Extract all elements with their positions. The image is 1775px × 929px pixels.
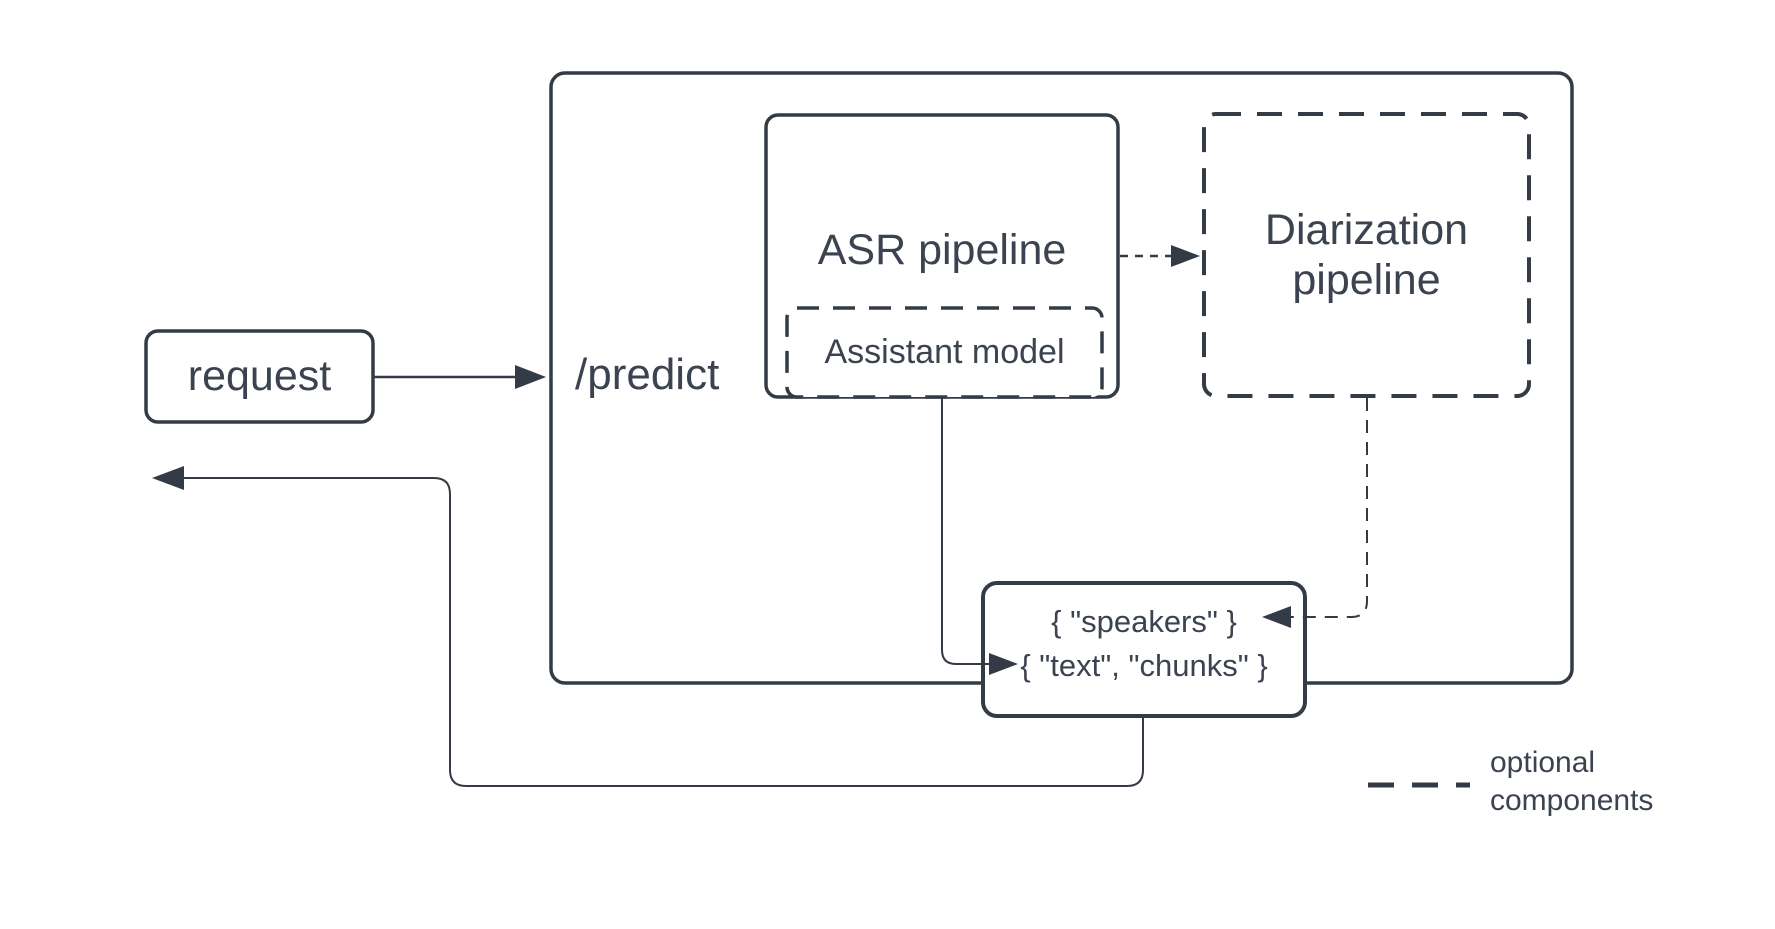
diarization-to-output-arrowhead (1262, 606, 1291, 628)
output-speakers-line: { "speakers" } (1051, 604, 1237, 639)
assistant-to-output-connector (941, 398, 991, 665)
assistant-to-output-arrowhead (989, 653, 1018, 675)
response-return-connector (183, 477, 1144, 787)
asr-pipeline-node-label: ASR pipeline (817, 226, 1067, 274)
request-node-label: request (187, 352, 332, 400)
predict-container-label: /predict (575, 350, 720, 399)
diarization-pipeline-node-label: Diarization pipeline (1264, 206, 1469, 304)
diarization-to-output-connector (1291, 398, 1368, 618)
output-text-chunks-line: { "text", "chunks" } (1020, 648, 1268, 683)
output-node-box (981, 581, 1307, 718)
request-to-predict-arrowhead (515, 365, 546, 389)
assistant-model-node-label: Assistant model (824, 333, 1065, 371)
output-node-label: { "speakers" } { "text", "chunks" } (983, 600, 1305, 688)
asr-to-diarization-arrowhead (1171, 245, 1200, 267)
legend-label: optional components (1490, 746, 1654, 817)
diarization-pipeline-node-box (1202, 112, 1531, 398)
response-return-arrowhead (152, 466, 184, 490)
assistant-model-node-box (785, 306, 1104, 399)
